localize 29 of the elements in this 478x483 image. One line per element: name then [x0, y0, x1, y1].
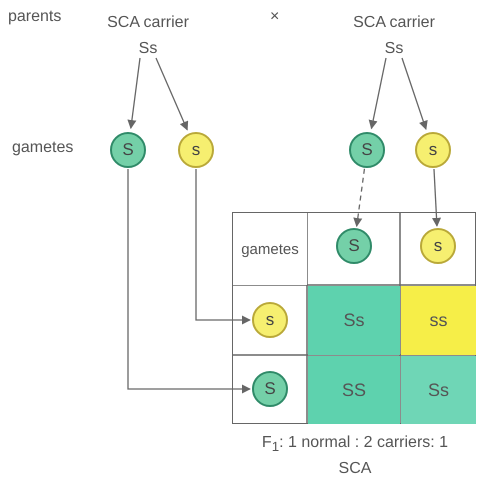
arrow: [432, 168, 442, 227]
allele-circle: s: [178, 132, 214, 168]
allele-circle: S: [349, 132, 385, 168]
genotype-cell: Ss: [308, 286, 400, 355]
allele-circle: S: [336, 228, 372, 264]
row-label: gametes: [12, 139, 74, 157]
arrow: [401, 58, 428, 130]
header-cell: gametes: [233, 213, 307, 285]
allele-circle: S: [110, 132, 146, 168]
arrow: [368, 58, 387, 130]
genotype-label: Ss: [138, 40, 158, 57]
allele-circle: s: [415, 132, 451, 168]
caption: F$_{1}$: 1 normal : 2 carriers: 1 SCA: [260, 433, 450, 480]
row-label: parents: [8, 8, 62, 26]
arrow: [127, 58, 141, 130]
allele-circle: S: [252, 371, 288, 407]
arrow: [353, 168, 366, 228]
cross-sign: ×: [270, 8, 280, 26]
genotype-label: Ss: [384, 40, 404, 57]
allele-circle: s: [252, 302, 288, 338]
genotype-cell: SS: [308, 356, 400, 424]
parent-label: SCA carrier: [353, 14, 435, 31]
genotype-cell: ss: [401, 286, 476, 355]
arrow: [195, 169, 251, 325]
allele-circle: s: [420, 228, 456, 264]
arrow: [155, 58, 188, 131]
parent-label: SCA carrier: [107, 14, 189, 31]
arrow: [127, 169, 251, 394]
genotype-cell: Ss: [401, 356, 476, 424]
